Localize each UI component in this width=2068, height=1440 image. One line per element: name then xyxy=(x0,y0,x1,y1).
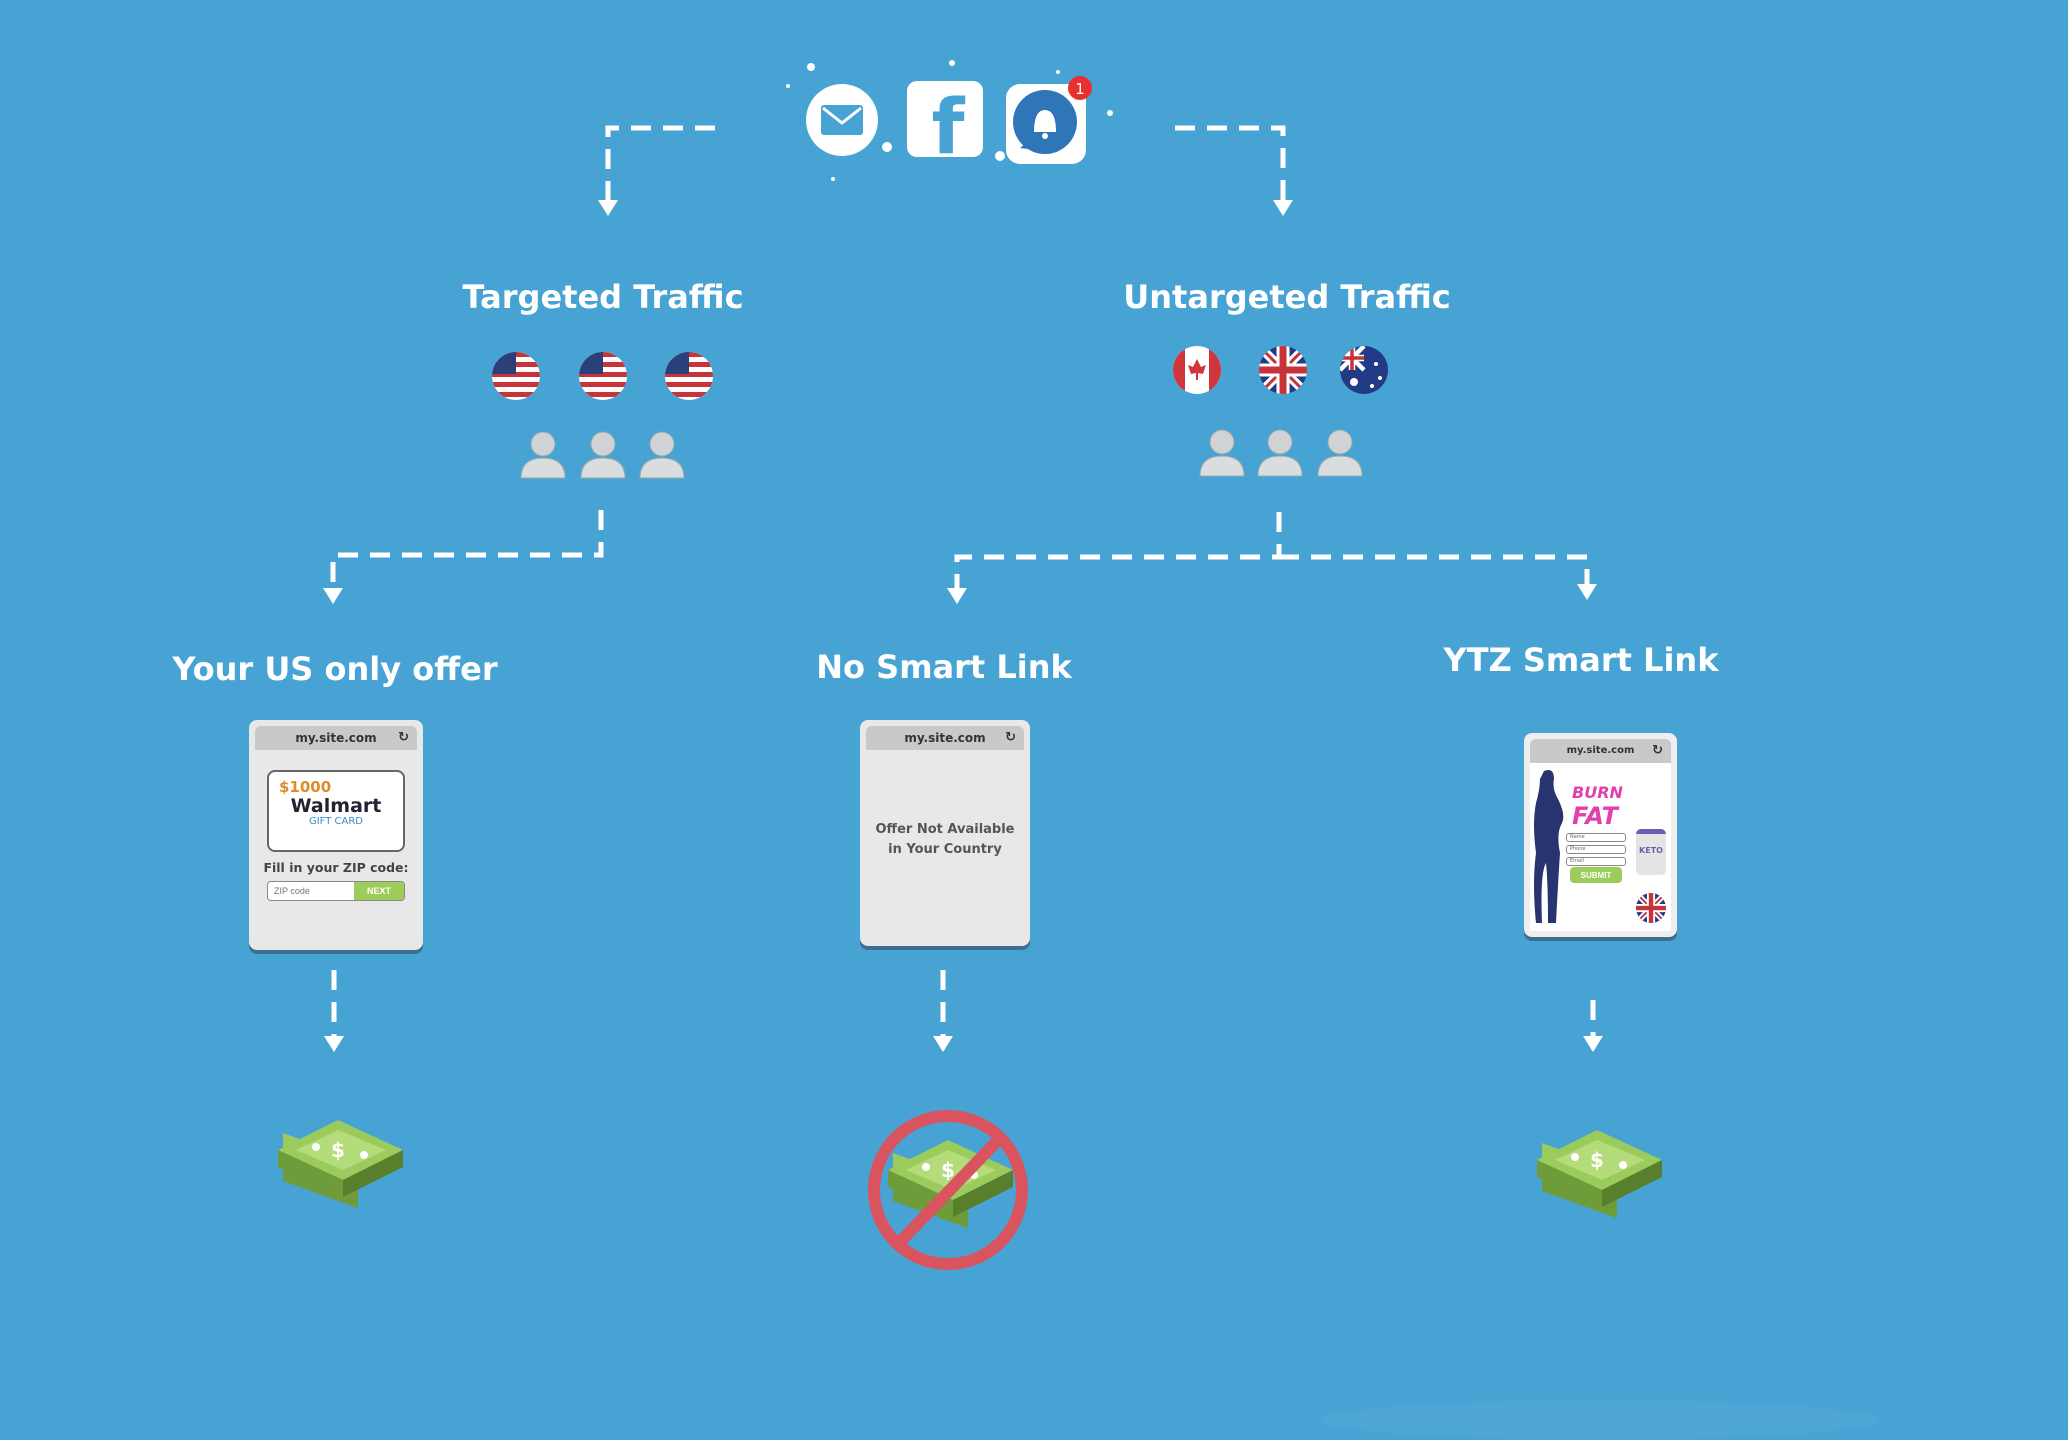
untargeted-traffic-title: Untargeted Traffic xyxy=(1123,278,1451,316)
keto-bottle-icon: KETO xyxy=(1636,829,1666,875)
url-text: my.site.com xyxy=(295,731,377,745)
url-text: my.site.com xyxy=(1566,745,1635,756)
australia-flag-icon xyxy=(1340,346,1388,394)
notification-badge: 1 xyxy=(1068,76,1092,100)
next-button[interactable]: NEXT xyxy=(354,882,404,900)
url-bar: my.site.com ↻ xyxy=(255,726,417,750)
phone-field[interactable]: Phone xyxy=(1566,845,1626,854)
arrowheads xyxy=(323,200,1603,1052)
flow-connectors xyxy=(330,125,1596,1040)
uk-flag-icon xyxy=(1636,893,1666,923)
keto-landing-page: BURN FAT Name Phone Email SUBMIT KETO xyxy=(1530,763,1671,931)
url-text: my.site.com xyxy=(904,731,986,745)
refresh-icon: ↻ xyxy=(398,730,409,745)
user-icon xyxy=(1317,429,1363,477)
money-icon xyxy=(1537,1130,1662,1219)
zip-input[interactable] xyxy=(268,882,354,900)
money-icon xyxy=(278,1120,403,1209)
burn-fat-headline: BURN FAT xyxy=(1572,783,1671,830)
submit-button[interactable]: SUBMIT xyxy=(1570,867,1622,883)
user-icon xyxy=(1257,429,1303,477)
gift-amount: $1000 xyxy=(279,778,332,796)
notification-count: 1 xyxy=(1075,80,1085,98)
url-bar: my.site.com ↻ xyxy=(866,726,1024,750)
uk-flag-icon xyxy=(1259,346,1307,394)
email-icon xyxy=(806,84,878,156)
offer-unavailable-message: Offer Not Available in Your Country xyxy=(860,820,1030,860)
us-offer-title: Your US only offer xyxy=(172,650,498,688)
canada-flag-icon xyxy=(1173,346,1221,394)
message-line: Offer Not Available xyxy=(875,822,1015,837)
facebook-icon: f xyxy=(907,81,983,171)
refresh-icon: ↻ xyxy=(1005,730,1016,745)
zip-label: Fill in your ZIP code: xyxy=(263,860,409,875)
user-icon xyxy=(639,431,685,479)
svg-text:f: f xyxy=(931,82,965,171)
user-icon xyxy=(580,431,626,479)
gift-card-label: GIFT CARD xyxy=(308,816,364,827)
ytz-smart-link-page-mockup: my.site.com ↻ BURN FAT Name Phone Email S… xyxy=(1524,733,1677,937)
user-icon xyxy=(520,431,566,479)
message-line: in Your Country xyxy=(888,842,1002,857)
no-smart-link-title: No Smart Link xyxy=(816,648,1072,686)
headline-part: FAT xyxy=(1572,802,1618,830)
sparkle-dots xyxy=(786,60,1113,181)
url-bar: my.site.com ↻ xyxy=(1530,739,1671,763)
refresh-icon: ↻ xyxy=(1652,743,1663,758)
us-offer-page-mockup: my.site.com ↻ $1000 Walmart GIFT CARD Fil… xyxy=(249,720,423,950)
user-icon xyxy=(1199,429,1245,477)
targeted-traffic-title: Targeted Traffic xyxy=(462,278,744,316)
woman-silhouette-icon xyxy=(1534,770,1564,923)
us-flag-icon xyxy=(665,352,713,400)
us-flag-icon xyxy=(492,352,540,400)
name-field[interactable]: Name xyxy=(1566,833,1626,842)
gift-brand: Walmart xyxy=(290,795,382,817)
no-money-icon xyxy=(868,1110,1028,1270)
gift-card: $1000 Walmart GIFT CARD xyxy=(267,770,405,852)
headline-part: BURN xyxy=(1572,783,1623,802)
us-flag-icon xyxy=(579,352,627,400)
notification-bell-icon xyxy=(1006,84,1086,164)
background-glow xyxy=(1320,1400,1880,1440)
no-smart-link-page-mockup: my.site.com ↻ Offer Not Available in Your … xyxy=(860,720,1030,946)
ytz-smart-link-title: YTZ Smart Link xyxy=(1443,641,1719,679)
email-field[interactable]: Email xyxy=(1566,857,1626,866)
